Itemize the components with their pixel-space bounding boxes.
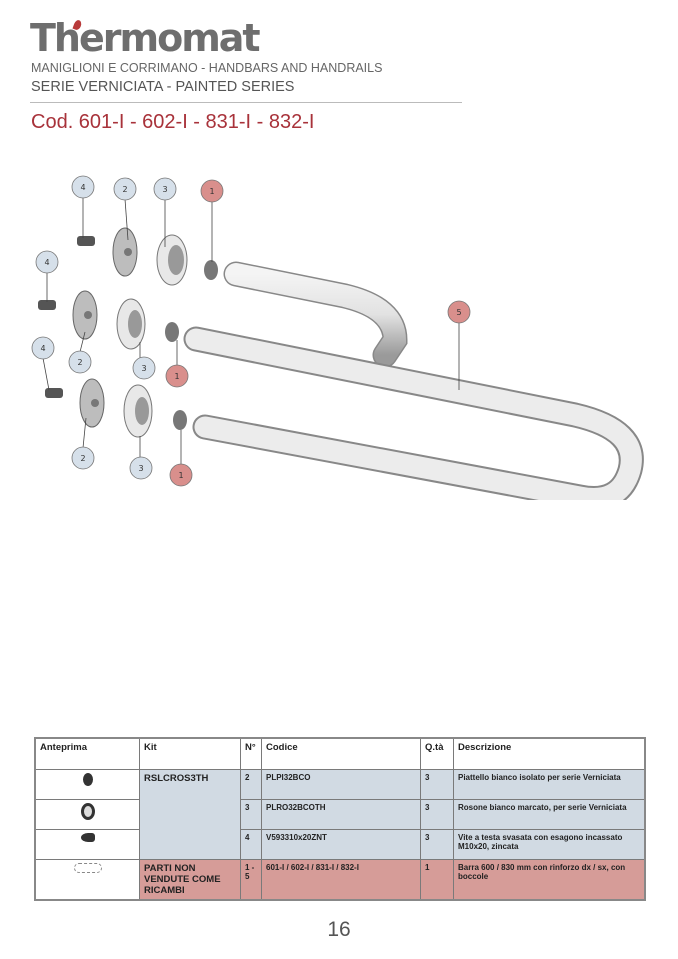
item-code: PLPI32BCO bbox=[261, 769, 421, 800]
bushing-part-2 bbox=[165, 322, 179, 342]
callout-label: 3 bbox=[138, 464, 143, 473]
item-description: Vite a testa svasata con esagono incassa… bbox=[453, 829, 646, 860]
preview-rosette bbox=[34, 799, 140, 830]
preview-plate bbox=[34, 769, 140, 800]
item-number: 3 bbox=[240, 799, 262, 830]
header-number: N° bbox=[240, 737, 262, 770]
product-codes: Cod. 601-I - 602-I - 831-I - 832-I bbox=[31, 111, 315, 133]
callout-label: 1 bbox=[209, 187, 214, 196]
exploded-diagram: 4 2 3 1 4 4 2 3 1 2 3 1 5 bbox=[31, 175, 644, 500]
item-description: Barra 600 / 830 mm con rinforzo dx / sx,… bbox=[453, 859, 646, 901]
category-subtitle: MANIGLIONI E CORRIMANO - HANDBARS AND HA… bbox=[31, 61, 383, 75]
header-description: Descrizione bbox=[453, 737, 646, 770]
callout-3: 3 bbox=[132, 356, 156, 380]
series-subtitle: SERIE VERNICIATA - PAINTED SERIES bbox=[31, 79, 295, 95]
callout-4: 4 bbox=[35, 250, 59, 274]
item-qty: 3 bbox=[420, 829, 454, 860]
header-divider bbox=[30, 102, 462, 103]
callout-label: 3 bbox=[141, 364, 146, 373]
preview-bar bbox=[34, 859, 140, 901]
brand-logo: Thermomat bbox=[30, 16, 261, 60]
item-number: 1 - 5 bbox=[240, 859, 262, 901]
item-description: Rosone bianco marcato, per serie Vernici… bbox=[453, 799, 646, 830]
callout-label: 1 bbox=[174, 372, 179, 381]
rosette-part-2 bbox=[116, 298, 146, 350]
item-description: Piattello bianco isolato per serie Verni… bbox=[453, 769, 646, 800]
rosette-part-3 bbox=[123, 384, 153, 438]
screw-part-3 bbox=[45, 388, 63, 398]
header-qty: Q.tà bbox=[420, 737, 454, 770]
callout-1: 1 bbox=[200, 179, 224, 203]
bar-icon bbox=[73, 863, 102, 873]
item-qty: 3 bbox=[420, 799, 454, 830]
rosette-part-1 bbox=[156, 234, 188, 286]
item-code: PLRO32BCOTH bbox=[261, 799, 421, 830]
callout-4: 4 bbox=[71, 175, 95, 199]
item-number: 2 bbox=[240, 769, 262, 800]
callout-label: 4 bbox=[80, 183, 85, 192]
item-number: 4 bbox=[240, 829, 262, 860]
item-code: V593310x20ZNT bbox=[261, 829, 421, 860]
parts-table: Anteprima Kit N° Codice Q.tà Descrizione… bbox=[34, 737, 646, 901]
header-kit: Kit bbox=[139, 737, 241, 770]
screw-part-1 bbox=[77, 236, 95, 246]
leader-lines bbox=[42, 197, 460, 465]
kit-name: RSLCROS3TH bbox=[139, 769, 241, 860]
table-header-row: Anteprima Kit N° Codice Q.tà Descrizione bbox=[34, 737, 646, 770]
callout-3: 3 bbox=[153, 177, 177, 201]
kit-not-sold: PARTI NON VENDUTE COME RICAMBI bbox=[139, 859, 241, 901]
table-row: 4 V593310x20ZNT 3 Vite a testa svasata c… bbox=[34, 829, 646, 860]
callout-label: 2 bbox=[80, 454, 85, 463]
plate-part-3 bbox=[79, 378, 105, 428]
handrail-bar bbox=[183, 261, 644, 500]
table-row-not-sold: PARTI NON VENDUTE COME RICAMBI 1 - 5 601… bbox=[34, 859, 646, 901]
table-row: RSLCROS3TH 2 PLPI32BCO 3 Piattello bianc… bbox=[34, 769, 646, 860]
preview-screw bbox=[34, 829, 140, 860]
bushing-part-3 bbox=[173, 410, 187, 430]
callout-5: 5 bbox=[447, 300, 471, 324]
item-qty: 3 bbox=[420, 769, 454, 800]
callout-label: 2 bbox=[122, 185, 127, 194]
callout-4: 4 bbox=[31, 336, 55, 360]
screw-icon bbox=[80, 833, 95, 842]
page-number: 16 bbox=[327, 918, 351, 941]
plate-part-1 bbox=[112, 227, 138, 277]
callout-1: 1 bbox=[169, 463, 193, 487]
callout-2: 2 bbox=[71, 446, 95, 470]
callout-2: 2 bbox=[68, 350, 92, 374]
item-code: 601-I / 602-I / 831-I / 832-I bbox=[261, 859, 421, 901]
callout-label: 3 bbox=[162, 185, 167, 194]
callouts: 4 2 3 1 4 4 2 3 1 2 3 1 5 bbox=[31, 175, 471, 487]
callout-2: 2 bbox=[113, 177, 137, 201]
rosette-icon bbox=[80, 803, 95, 820]
bushing-part-1 bbox=[204, 260, 218, 280]
callout-label: 4 bbox=[40, 344, 45, 353]
callout-1: 1 bbox=[165, 364, 189, 388]
table-row: 3 PLRO32BCOTH 3 Rosone bianco marcato, p… bbox=[34, 799, 646, 830]
plate-icon bbox=[82, 773, 93, 786]
callout-label: 1 bbox=[178, 471, 183, 480]
callout-3: 3 bbox=[129, 456, 153, 480]
item-qty: 1 bbox=[420, 859, 454, 901]
callout-label: 5 bbox=[456, 308, 461, 317]
callout-label: 4 bbox=[44, 258, 49, 267]
header-code: Codice bbox=[261, 737, 421, 770]
header-preview: Anteprima bbox=[34, 737, 140, 770]
callout-label: 2 bbox=[77, 358, 82, 367]
screw-part-2 bbox=[38, 300, 56, 310]
plate-part-2 bbox=[72, 290, 98, 340]
